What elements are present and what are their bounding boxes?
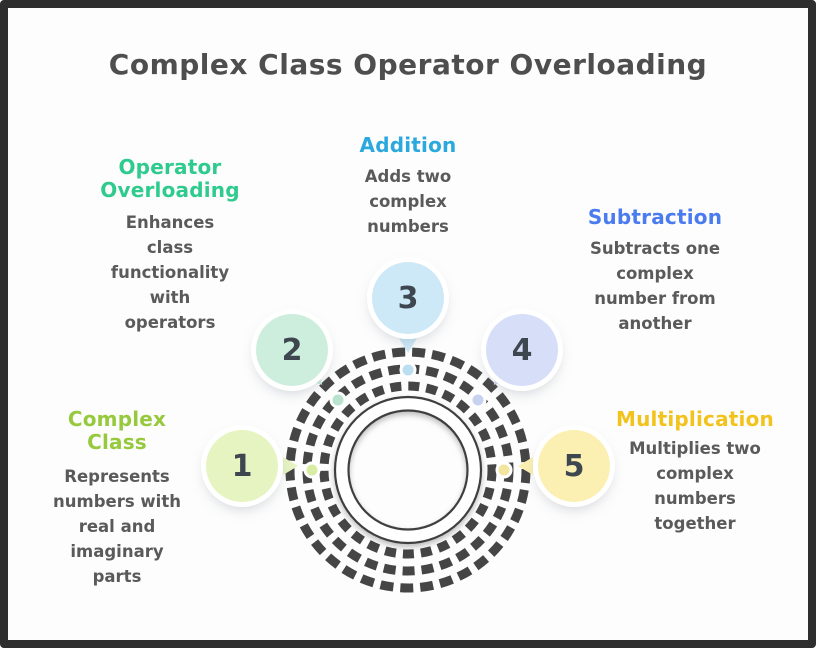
node-bubble-multiplication: 5 <box>538 430 610 502</box>
bubble-tail-3 <box>399 338 417 353</box>
section-body-addition: Adds two complex numbers <box>364 167 452 236</box>
bubble-tail-5 <box>518 457 533 475</box>
accent-dot-1 <box>303 461 321 479</box>
node-bubble-complex-class: 1 <box>206 430 278 502</box>
node-bubble-subtraction: 4 <box>486 314 558 386</box>
node-bubble-addition: 3 <box>372 262 444 334</box>
node-number: 4 <box>511 332 533 368</box>
section-heading-multiplication: Multiplication <box>616 407 774 431</box>
accent-dot-3 <box>399 361 417 379</box>
section-body-operator-overloading: Enhances class functionality with operat… <box>110 213 230 332</box>
node-number: 3 <box>397 280 419 316</box>
node-number: 2 <box>281 332 303 368</box>
accent-dot-5 <box>495 461 513 479</box>
section-body-complex-class: Represents numbers with real and imagina… <box>53 467 181 586</box>
node-number: 5 <box>563 448 585 484</box>
donut-outer-outline <box>333 395 483 545</box>
section-heading-operator-overloading: Operator Overloading <box>100 155 240 202</box>
donut-white-ring <box>335 397 481 543</box>
accent-dot-2 <box>329 391 347 409</box>
section-body-subtraction: Subtracts one complex number from anothe… <box>589 239 721 333</box>
dashed-ring-inner <box>319 381 497 559</box>
section-body-multiplication: Multiplies two complex numbers together <box>629 439 761 533</box>
accent-dots <box>303 361 513 479</box>
concentric-rings-graphic <box>285 347 531 593</box>
donut-inner-outline <box>347 409 469 531</box>
section-heading-complex-class: Complex Class <box>67 407 167 454</box>
bubble-tail-1 <box>283 457 298 475</box>
page-title: Complex Class Operator Overloading <box>108 48 708 81</box>
center-donut <box>333 395 483 545</box>
accent-dot-4 <box>469 391 487 409</box>
dashed-rings <box>285 347 531 593</box>
node-bubble-operator-overloading: 2 <box>256 314 328 386</box>
node-number: 1 <box>231 448 253 484</box>
section-heading-addition: Addition <box>359 133 457 157</box>
section-heading-subtraction: Subtraction <box>587 205 723 229</box>
